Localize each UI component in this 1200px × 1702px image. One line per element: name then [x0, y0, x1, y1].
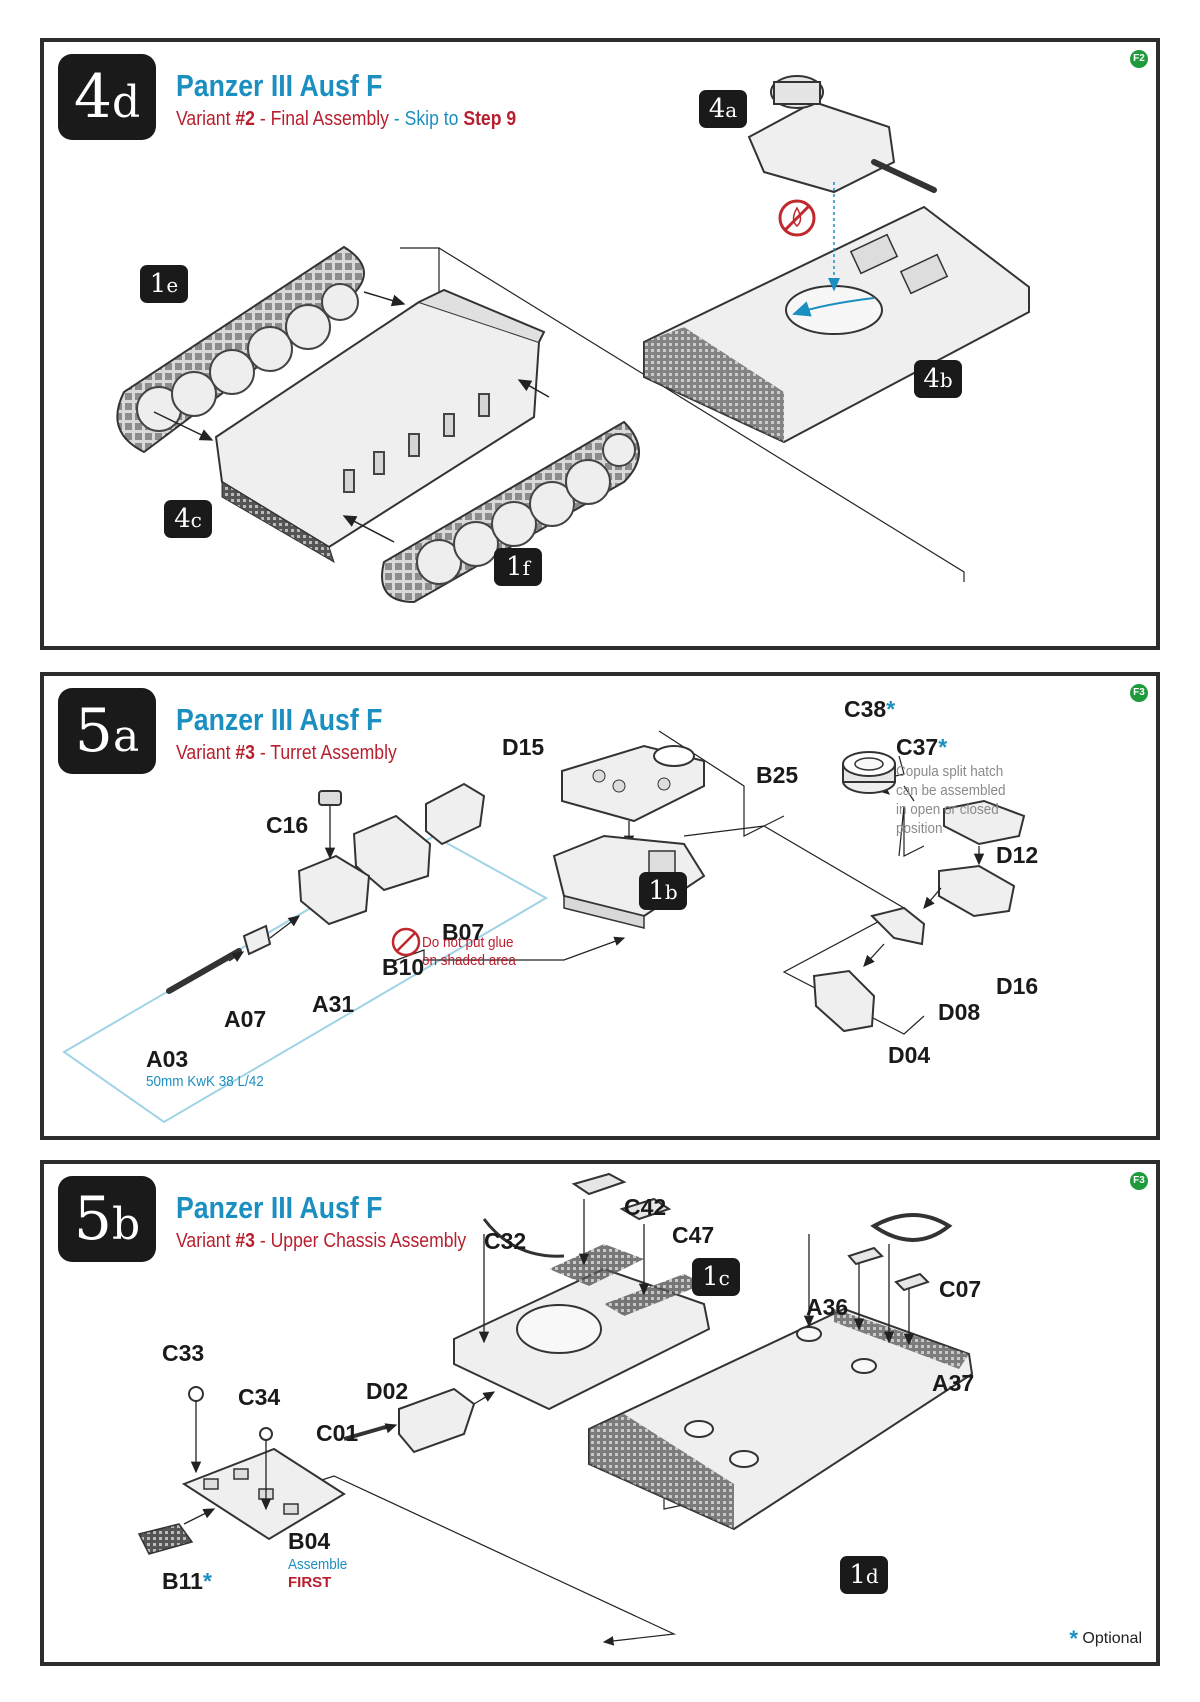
- part-label-B07: B07: [442, 919, 485, 945]
- mantlet-parts: [166, 782, 486, 994]
- variant-description: Turret Assembly: [270, 742, 397, 764]
- part-label-B10: B10: [382, 954, 425, 980]
- variant-number: #3: [235, 1230, 255, 1252]
- step-subtitle: Variant #3 - Turret Assembly: [176, 742, 397, 765]
- part-label-C47: C47: [672, 1222, 715, 1248]
- variant-description: Final Assembly: [270, 108, 389, 130]
- page-code-badge: F3: [1130, 684, 1148, 702]
- asterisk-icon: *: [1069, 1626, 1078, 1651]
- ref-badge-4c: 4c: [164, 500, 212, 538]
- part-label-C34: C34: [238, 1384, 281, 1410]
- step-number-badge: 5b: [58, 1176, 156, 1262]
- part-label-A37: A37: [932, 1370, 975, 1396]
- step-number: 5: [73, 1184, 112, 1254]
- step-letter: b: [112, 1199, 141, 1250]
- ref-badge-4b: 4b: [914, 360, 962, 398]
- variant-word: Variant: [176, 742, 231, 764]
- lower-hull-4c: [214, 288, 546, 564]
- part-label-C32: C32: [484, 1228, 527, 1254]
- ref-badge-1b: 1b: [639, 872, 687, 910]
- part-label-B11: B11*: [162, 1568, 212, 1594]
- tool-B11: [137, 1508, 216, 1555]
- part-label-B25: B25: [756, 762, 799, 788]
- turret-assembly-illustration: [62, 730, 1026, 1124]
- step-title: Panzer III Ausf F: [176, 68, 383, 103]
- step-letter: a: [112, 711, 140, 762]
- separator: -: [259, 742, 266, 764]
- skip-target: Step 9: [463, 108, 517, 130]
- step-panel-5a: 5a Panzer III Ausf F Variant #3 - Turret…: [40, 672, 1160, 1140]
- step-subtitle: Variant #3 - Upper Chassis Assembly: [176, 1230, 466, 1253]
- part-label-D12: D12: [996, 842, 1039, 868]
- turret-4a: [747, 75, 937, 292]
- part-label-A31: A31: [312, 991, 355, 1017]
- turret-roof-D15: [561, 744, 705, 848]
- part-label-C07: C07: [939, 1276, 982, 1302]
- first-note: FIRST: [288, 1574, 332, 1591]
- upper-hull-center: [453, 1172, 711, 1411]
- part-label-C37: C37*: [896, 734, 948, 760]
- part-label-A36: A36: [806, 1294, 849, 1320]
- separator: -: [393, 108, 400, 130]
- part-label-D02: D02: [366, 1378, 409, 1404]
- variant-description: Upper Chassis Assembly: [270, 1230, 467, 1252]
- step-number: 5: [74, 696, 113, 766]
- part-label-C01: C01: [316, 1420, 359, 1446]
- engine-deck: [588, 1213, 974, 1531]
- skip-text: Skip to: [404, 108, 459, 130]
- upper-chassis-illustration: [137, 1172, 974, 1646]
- cupola-B25: [842, 751, 896, 794]
- separator: -: [259, 108, 266, 130]
- no-glue-icon: [391, 927, 421, 957]
- part-label-A07: A07: [224, 1006, 267, 1032]
- cupola-hatch-note: Copula split hatch can be assembled in o…: [896, 763, 1006, 837]
- part-label-C16: C16: [266, 812, 309, 838]
- step-panel-4d: 4d Panzer III Ausf F Variant #2 - Final …: [40, 38, 1160, 650]
- step-panel-5b: 5b Panzer III Ausf F Variant #3 - Upper …: [40, 1160, 1160, 1666]
- variant-word: Variant: [176, 1230, 231, 1252]
- front-plate-B04: [181, 1386, 346, 1541]
- no-glue-icon: [778, 199, 816, 237]
- separator: -: [259, 1230, 266, 1252]
- hatch-D02: [343, 1387, 496, 1454]
- optional-legend: * Optional: [1069, 1626, 1142, 1652]
- part-label-C38: C38*: [844, 696, 896, 722]
- step-number: 4: [73, 62, 112, 132]
- step-title: Panzer III Ausf F: [176, 1190, 383, 1225]
- legend-text: Optional: [1082, 1630, 1142, 1648]
- glue-warning: Do not put glue on shaded area: [422, 934, 516, 969]
- page-code-badge: F3: [1130, 1172, 1148, 1190]
- variant-number: #2: [235, 108, 255, 130]
- left-track-1e: [116, 245, 406, 454]
- variant-number: #3: [235, 742, 255, 764]
- page-code-badge: F2: [1130, 50, 1148, 68]
- part-label-C42: C42: [624, 1194, 667, 1220]
- part-label-D08: D08: [938, 999, 981, 1025]
- part-label-B04: B04: [288, 1528, 331, 1554]
- ref-badge-4a: 4a: [699, 90, 747, 128]
- variant-word: Variant: [176, 108, 231, 130]
- ref-badge-1e: 1e: [140, 265, 188, 303]
- assemble-note: Assemble: [288, 1556, 348, 1573]
- step-subtitle: Variant #2 - Final Assembly - Skip to St…: [176, 108, 516, 131]
- final-assembly-illustration: [116, 75, 1030, 604]
- upper-hull-4b: [643, 205, 1030, 444]
- ref-badge-1d: 1d: [840, 1556, 888, 1594]
- part-label-A03: A03: [146, 1046, 189, 1072]
- gun-mantlet-exterior: [812, 799, 1026, 1033]
- step-title: Panzer III Ausf F: [176, 702, 383, 737]
- step-number-badge: 5a: [58, 688, 156, 774]
- gun-caption: 50mm KwK 38 L/42: [146, 1073, 264, 1090]
- step-number-badge: 4d: [58, 54, 156, 140]
- ref-badge-1c: 1c: [692, 1258, 740, 1296]
- part-label-C33: C33: [162, 1340, 205, 1366]
- right-track-1f: [342, 379, 640, 604]
- step-letter: d: [112, 77, 141, 128]
- part-label-D04: D04: [888, 1042, 931, 1068]
- ref-badge-1f: 1f: [494, 548, 542, 586]
- part-label-D15: D15: [502, 734, 545, 760]
- part-label-D16: D16: [996, 973, 1039, 999]
